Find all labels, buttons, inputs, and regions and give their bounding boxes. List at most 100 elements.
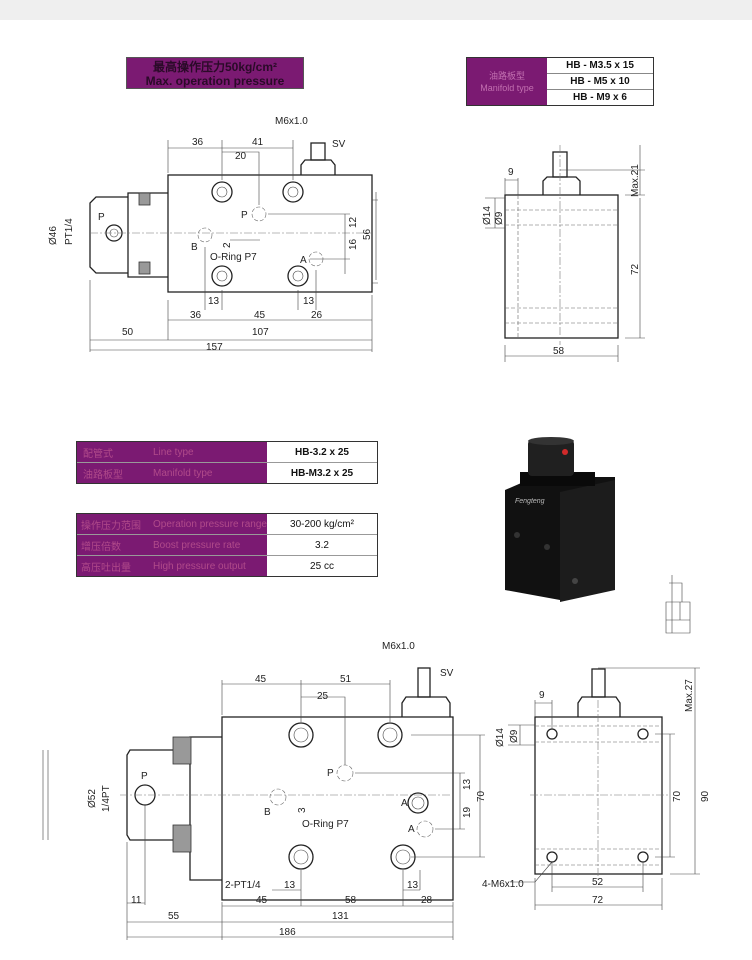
- dim-label: 13: [407, 880, 419, 891]
- type-en: Manifold type: [153, 467, 213, 479]
- dim-label: Max.21: [630, 164, 641, 197]
- pt-label: PT1/4: [64, 218, 75, 245]
- dim-label: Ø14: [495, 728, 506, 747]
- max-pressure-banner: 最高操作压力50kg/cm² Max. operation pressure: [126, 57, 304, 89]
- type-value: HB-M3.2 x 25: [267, 467, 377, 479]
- type-cn: 配管式: [83, 448, 113, 460]
- dim-label: 45: [256, 895, 268, 906]
- dim-label: 13: [284, 880, 296, 891]
- dim-label: 90: [700, 790, 711, 802]
- pt-label: 1/4PT: [101, 785, 112, 812]
- dim-label: 72: [592, 895, 604, 906]
- spec-en: Operation pressure range: [153, 518, 267, 530]
- dim-label: 3: [297, 807, 308, 813]
- spec-value: 25 cc: [267, 560, 377, 572]
- dim-label: 36: [190, 310, 202, 321]
- sv-label: SV: [440, 668, 454, 679]
- dim-label: 2: [222, 242, 233, 248]
- drawing2-front-view: 45 51 25 13 19 70 3 13 13 11 45 58 28 55…: [42, 641, 487, 940]
- dim-label: 107: [252, 327, 269, 338]
- dim-label: 157: [206, 342, 223, 353]
- mounting-holes: [288, 722, 416, 870]
- type-value: HB-3.2 x 25: [267, 446, 377, 458]
- dim-label: 11: [131, 895, 142, 906]
- port-p-label: P: [141, 771, 148, 782]
- dim-label: Ø9: [509, 729, 520, 743]
- oring-label: O-Ring P7: [210, 252, 257, 263]
- dim-label: 56: [362, 228, 373, 240]
- dim-label: 50: [122, 327, 134, 338]
- diameter-label: Ø46: [48, 226, 59, 245]
- dim-label: 36: [192, 137, 204, 148]
- spec-cn: 操作压力范围: [81, 520, 141, 532]
- port-b-label: B: [191, 242, 198, 253]
- dim-label: 25: [317, 691, 329, 702]
- manifold-label-en: Manifold type: [480, 82, 534, 93]
- spec-cn: 增压倍数: [81, 541, 121, 553]
- dim-label: 45: [255, 674, 267, 685]
- type-en: Line type: [153, 446, 194, 458]
- dim-label: 70: [476, 790, 487, 802]
- type-cn: 油路板型: [83, 469, 123, 481]
- dim-label: 58: [553, 346, 565, 357]
- thread-label: M6x1.0: [275, 116, 308, 127]
- dim-label: 13: [303, 296, 315, 307]
- sv-label: SV: [332, 139, 346, 150]
- dim-label: Max.27: [684, 679, 695, 712]
- dim-label: 70: [672, 790, 683, 802]
- spec-en: Boost pressure rate: [153, 539, 241, 551]
- dim-label: 45: [254, 310, 266, 321]
- dim-label: 52: [592, 877, 604, 888]
- top-bar: [0, 0, 752, 20]
- dim-label: 186: [279, 927, 296, 938]
- banner-en: Max. operation pressure: [145, 74, 285, 88]
- mounting-holes: [211, 181, 309, 287]
- thread-label: 4-M6x1.0: [482, 879, 524, 890]
- manifold-value: HB - M9 x 6: [573, 92, 627, 103]
- dim-label: Ø14: [482, 206, 493, 225]
- dim-label: 41: [252, 137, 264, 148]
- diameter-label: Ø52: [87, 789, 98, 808]
- port-p-label: P: [241, 210, 248, 221]
- dim-label: 9: [508, 167, 514, 178]
- dim-label: 9: [539, 690, 545, 701]
- spec-value: 30-200 kg/cm²: [267, 518, 377, 530]
- dim-label: 55: [168, 911, 180, 922]
- dim-label: 51: [340, 674, 352, 685]
- manifold-value: HB - M5 x 10: [547, 74, 653, 90]
- spec-cn: 高压吐出量: [81, 562, 131, 574]
- spec-en: High pressure output: [153, 560, 246, 572]
- port-a-label: A: [300, 255, 307, 266]
- port-b-label: B: [264, 807, 271, 818]
- thread-label: M6x1.0: [382, 641, 415, 652]
- manifold-label-cn: 油路板型: [488, 70, 525, 81]
- oring-label: O-Ring P7: [302, 819, 349, 830]
- product-photo: Fengteng: [505, 437, 615, 602]
- dim-label: 12: [348, 216, 359, 228]
- banner-cn: 最高操作压力50kg/cm²: [152, 60, 278, 74]
- drawing1-front-view: 36 41 20 12 16 56 2 13 13 36 45 26 50 10…: [48, 116, 378, 353]
- dim-label: 72: [630, 263, 641, 275]
- manifold-type-table: 油路板型 Manifold type HB - M3.5 x 15 HB - M…: [466, 57, 654, 106]
- circuit-symbol: [665, 575, 691, 634]
- dim-label: 26: [311, 310, 323, 321]
- pt-port-label: 2-PT1/4: [225, 880, 261, 891]
- port-a-prime-label: A': [401, 798, 410, 809]
- port-a-label: A: [408, 824, 415, 835]
- brand-label: Fengteng: [515, 498, 545, 505]
- dim-label: 58: [345, 895, 357, 906]
- manifold-value: HB - M3.5 x 15: [547, 58, 653, 74]
- spec-value: 3.2: [267, 539, 377, 551]
- dim-label: 16: [348, 238, 359, 250]
- type-table: 配管式 Line type HB-3.2 x 25 油路板型 Manifold typ…: [76, 441, 378, 484]
- dim-label: 13: [462, 778, 473, 790]
- drawing2-side-view: 9 Ø14 Ø9 Max.27 70 90 52 72 4-M6x1.0: [482, 667, 711, 910]
- drawing1-side-view: 9 Ø14 Ø9 Max.21 72 58: [482, 145, 645, 362]
- dim-label: 19: [462, 806, 473, 818]
- dim-label: 131: [332, 911, 349, 922]
- dim-label: Ø9: [494, 211, 505, 225]
- dim-label: 28: [421, 895, 433, 906]
- port-p-label: P: [327, 768, 334, 779]
